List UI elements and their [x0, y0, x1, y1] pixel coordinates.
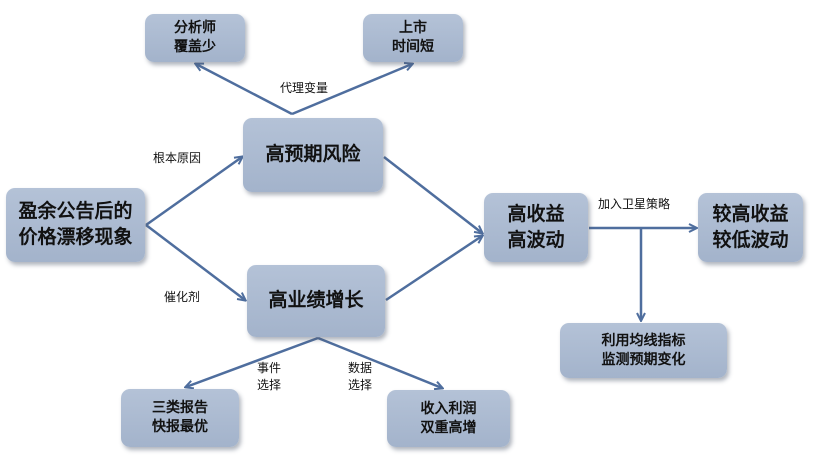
node-ma: 利用均线指标 监测预期变化 — [560, 323, 727, 378]
node-high-growth: 高业绩增长 — [247, 265, 385, 337]
node-listing: 上市 时间短 — [363, 14, 463, 62]
node-high-expect-risk: 高预期风险 — [243, 118, 383, 192]
label-satellite: 加入卫星策略 — [598, 197, 671, 211]
node-reports: 三类报告 快报最优 — [121, 389, 239, 447]
node-better: 较高收益 较低波动 — [698, 193, 803, 262]
node-source: 盈余公告后的 价格漂移现象 — [6, 188, 145, 262]
node-analyst: 分析师 覆盖少 — [145, 14, 245, 62]
arrow-to-revenue — [317, 336, 442, 388]
arrow-risk-to-return — [383, 156, 482, 233]
label-data-select: 数据 选择 — [348, 361, 373, 392]
label-proxy: 代理变量 — [280, 81, 329, 95]
arrow-source-to-risk — [145, 157, 242, 227]
arrow-to-listing — [291, 64, 412, 116]
node-revenue: 收入利润 双重高增 — [387, 390, 510, 447]
arrow-to-reports — [186, 336, 319, 387]
arrow-growth-to-return — [385, 236, 482, 302]
label-root-cause: 根本原因 — [153, 151, 202, 165]
label-catalyst: 催化剂 — [164, 290, 201, 304]
arrow-to-analyst — [196, 64, 293, 116]
label-event-select: 事件 选择 — [257, 361, 282, 392]
node-high-return: 高收益 高波动 — [484, 193, 588, 262]
arrow-source-to-growth — [145, 224, 245, 300]
